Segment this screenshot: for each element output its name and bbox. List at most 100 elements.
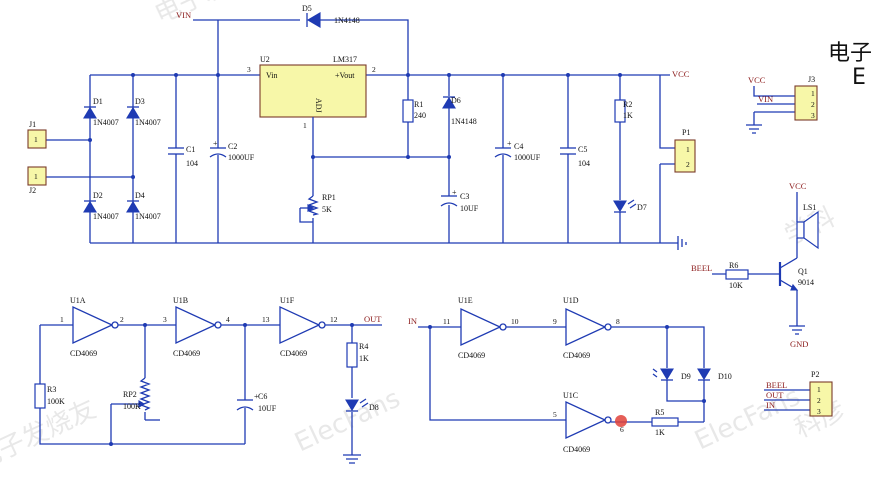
gnd-net-label: GND xyxy=(790,339,808,349)
u1d-ref: U1D xyxy=(563,296,579,305)
inverter-u1d: U1D CD4069 9 8 xyxy=(553,296,620,360)
u1c-pin-out: 6 xyxy=(620,425,624,434)
u1e-part: CD4069 xyxy=(458,351,485,360)
p2-ref: P2 xyxy=(811,370,819,379)
resistor-r2 xyxy=(614,99,626,123)
vin-net-label: VIN xyxy=(176,10,191,20)
r1-val: 240 xyxy=(414,111,426,120)
c3-val: 10UF xyxy=(460,204,479,213)
r6-val: 10K xyxy=(729,281,743,290)
p2-pin2: 2 xyxy=(817,396,821,405)
u1a-part: CD4069 xyxy=(70,349,97,358)
u1a-pin-out: 2 xyxy=(120,315,124,324)
oscillator-section: U1A CD4069 1 2 U1B CD4069 3 4 U1F CD4069… xyxy=(34,296,382,464)
buzzer-section: VCC LS1 Q1 9014 BEEL R6 10K GND xyxy=(691,181,819,349)
u1b-pin-out: 4 xyxy=(226,315,230,324)
d2-ref: D2 xyxy=(93,191,103,200)
out-net-label: OUT xyxy=(364,314,382,324)
power-supply-section: D1 1N4007 D3 1N4007 D2 1N4007 D4 1N4007 … xyxy=(27,4,696,250)
j3-wires xyxy=(753,86,795,125)
led-d9: D9 xyxy=(652,368,691,381)
p2-pin1: 1 xyxy=(817,385,821,394)
p1-pin1: 1 xyxy=(686,145,690,154)
regulator-u2: U2 LM317 Vin +Vout ADJ 3 2 1 xyxy=(247,55,376,130)
watermark-text-2: ElecFans xyxy=(290,384,405,459)
u2-pin3: 3 xyxy=(247,65,251,74)
ground-symbol-q1 xyxy=(789,325,805,335)
c3-ref: C3 xyxy=(460,192,469,201)
r5-ref: R5 xyxy=(655,408,664,417)
detector-section: IN U1E CD4069 11 10 U1D CD4069 9 8 U1C C… xyxy=(408,296,732,454)
led-d10: D10 xyxy=(697,368,732,381)
p1-pin2: 2 xyxy=(686,160,690,169)
u1d-part: CD4069 xyxy=(563,351,590,360)
diode-d2: D2 1N4007 xyxy=(83,191,119,221)
c2-ref: C2 xyxy=(228,142,237,151)
d1-part: 1N4007 xyxy=(93,118,119,127)
u2-vin-pin: Vin xyxy=(266,71,278,80)
p2-beel-label: BEEL xyxy=(766,380,787,390)
diode-d1: D1 1N4007 xyxy=(83,97,119,127)
j3-pin3: 3 xyxy=(811,111,815,120)
c4-ref: C4 xyxy=(514,142,523,151)
j1-pin: 1 xyxy=(34,135,38,144)
ground-symbol-osc xyxy=(343,454,361,464)
ls1-ref: LS1 xyxy=(803,203,816,212)
r2-val: 1K xyxy=(623,111,633,120)
inverter-u1c: U1C CD4069 5 6 xyxy=(553,391,624,454)
u1b-ref: U1B xyxy=(173,296,188,305)
u1d-pin-out: 8 xyxy=(616,317,620,326)
u2-vout-pin: +Vout xyxy=(335,71,355,80)
u1e-pin-out: 10 xyxy=(511,317,519,326)
connector-j2: 1 J2 xyxy=(27,166,47,195)
watermark-text-4: 电子发烧友 xyxy=(0,394,101,476)
rp2-val: 100K xyxy=(123,402,141,411)
svg-text:+: + xyxy=(507,139,512,148)
connector-p1: 1 2 P1 xyxy=(674,128,696,173)
vin-wire xyxy=(193,19,409,75)
d4-ref: D4 xyxy=(135,191,145,200)
u1c-ref: U1C xyxy=(563,391,578,400)
c1-ref: C1 xyxy=(186,145,195,154)
connector-j3 xyxy=(794,85,818,121)
resistor-r6 xyxy=(725,269,749,280)
p2-wires xyxy=(764,389,810,411)
resistor-r4 xyxy=(346,342,358,368)
u1c-part: CD4069 xyxy=(563,445,590,454)
u1f-part: CD4069 xyxy=(280,349,307,358)
in-net-label: IN xyxy=(408,316,417,326)
u1f-ref: U1F xyxy=(280,296,295,305)
u1f-pin-out: 12 xyxy=(330,315,338,324)
j1-ref: J1 xyxy=(29,120,36,129)
j3-pin1: 1 xyxy=(811,89,815,98)
u1c-pin-in: 5 xyxy=(553,410,557,419)
p2-in-label: IN xyxy=(766,400,775,410)
u2-pin2: 2 xyxy=(372,65,376,74)
d8-ref: D8 xyxy=(369,403,379,412)
r4-ref: R4 xyxy=(359,342,368,351)
c5-val: 104 xyxy=(578,159,590,168)
r3-ref: R3 xyxy=(47,385,56,394)
resistor-r1 xyxy=(402,99,414,123)
ac-input-wires xyxy=(46,139,133,178)
diode-d3: D3 1N4007 xyxy=(126,97,161,127)
c4-val: 1000UF xyxy=(514,153,541,162)
rp2-wire xyxy=(110,325,146,444)
led-d8: D8 xyxy=(345,398,379,412)
rp1-val: 5K xyxy=(322,205,332,214)
q1-part: 9014 xyxy=(798,278,814,287)
u1d-pin-in: 9 xyxy=(553,317,557,326)
svg-text:+: + xyxy=(254,392,259,401)
q1-ref: Q1 xyxy=(798,267,808,276)
d2-part: 1N4007 xyxy=(93,212,119,221)
r2-ref: R2 xyxy=(623,100,632,109)
j3-section: VCC VIN 1 2 3 J3 xyxy=(746,75,818,134)
inverter-u1e: U1E CD4069 11 10 xyxy=(443,296,519,360)
svg-text:+: + xyxy=(213,139,218,148)
potentiometer-rp1: RP1 5K xyxy=(299,193,336,223)
diode-d6: D6 1N4148 xyxy=(442,96,477,126)
j2-pin: 1 xyxy=(34,172,38,181)
potentiometer-rp2: RP2 100K xyxy=(123,377,151,411)
u2-pin1: 1 xyxy=(303,121,307,130)
